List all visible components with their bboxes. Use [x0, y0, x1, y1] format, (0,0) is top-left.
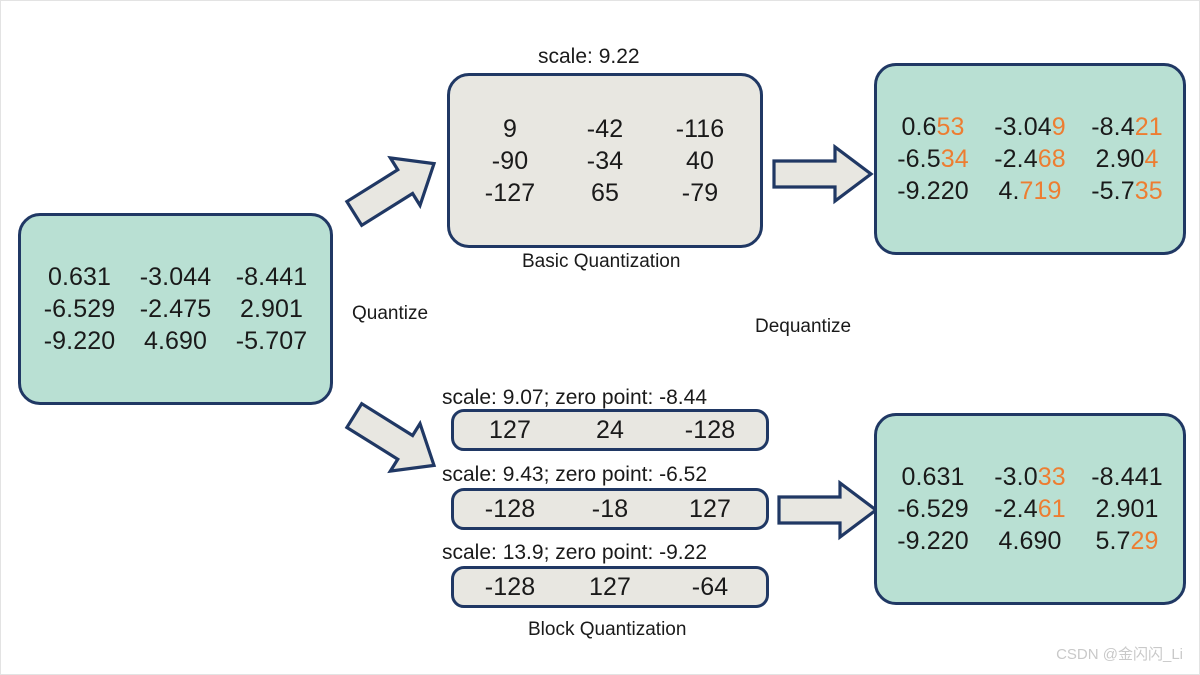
matrix-row: -128 -18 127 — [460, 493, 760, 525]
matrix-cell: -3.044 — [139, 263, 212, 291]
basic-dequantized-matrix-box: 0.653 -3.049 -8.421 -6.534 -2.468 2.904 … — [874, 63, 1186, 255]
matrix-row: 127 24 -128 — [460, 414, 760, 446]
matrix-cell: 40 — [685, 146, 714, 175]
block-row-box-0: 127 24 -128 — [451, 409, 769, 451]
matrix-row: -128 127 -64 — [460, 571, 760, 603]
block-dequantized-matrix-box: 0.631 -3.033 -8.441 -6.529 -2.461 2.901 … — [874, 413, 1186, 605]
matrix-cell: 0.631 — [47, 263, 112, 291]
matrix-cell: -6.529 — [43, 295, 116, 323]
block-quantization-caption: Block Quantization — [528, 619, 687, 640]
matrix-row: -90 -34 40 — [463, 145, 748, 177]
block-row-box-2: -128 127 -64 — [451, 566, 769, 608]
quantize-label: Quantize — [352, 303, 429, 324]
dequantize-arrow-bottom — [776, 479, 880, 541]
matrix-cell: -2.468 — [994, 145, 1066, 173]
matrix-cell: 5.729 — [1095, 527, 1159, 555]
matrix-cell: 2.901 — [1095, 495, 1159, 523]
matrix-row: 0.631 -3.044 -8.441 — [32, 261, 320, 293]
matrix-cell: 127 — [488, 416, 531, 444]
matrix-cell: -2.475 — [139, 295, 212, 323]
matrix-row: -9.220 4.690 -5.707 — [32, 325, 320, 357]
matrix-cell: -127 — [484, 178, 536, 207]
dequantize-arrow-top — [771, 143, 875, 205]
matrix-cell: -9.220 — [897, 177, 969, 205]
matrix-row: -6.529 -2.461 2.901 — [885, 493, 1176, 525]
matrix-cell: 4.690 — [998, 527, 1062, 555]
matrix-cell: 0.653 — [901, 113, 965, 141]
matrix-cell: -42 — [586, 114, 624, 143]
matrix-cell: 0.631 — [901, 463, 965, 491]
quantize-arrow-top — [341, 144, 449, 232]
matrix-cell: -5.707 — [235, 327, 308, 355]
matrix-cell: 9 — [502, 114, 517, 143]
matrix-row: 0.653 -3.049 -8.421 — [885, 111, 1176, 143]
matrix-cell: -8.421 — [1091, 113, 1163, 141]
matrix-row: -6.534 -2.468 2.904 — [885, 143, 1176, 175]
matrix-cell: -2.461 — [994, 495, 1066, 523]
matrix-cell: -64 — [691, 573, 729, 601]
matrix-cell: -9.220 — [43, 327, 116, 355]
matrix-cell: -128 — [484, 573, 536, 601]
matrix-cell: 65 — [590, 178, 619, 207]
matrix-cell: -5.735 — [1091, 177, 1163, 205]
dequantize-label: Dequantize — [755, 316, 852, 337]
matrix-cell: -18 — [591, 495, 629, 523]
matrix-row: -6.529 -2.475 2.901 — [32, 293, 320, 325]
matrix-cell: 127 — [688, 495, 731, 523]
matrix-cell: -6.529 — [897, 495, 969, 523]
csdn-watermark: CSDN @金闪闪_Li — [1056, 646, 1183, 663]
original-matrix-box: 0.631 -3.044 -8.441 -6.529 -2.475 2.901 … — [18, 213, 333, 405]
matrix-cell: 2.901 — [239, 295, 304, 323]
matrix-cell: 4.719 — [998, 177, 1062, 205]
block-header-0: scale: 9.07; zero point: -8.44 — [442, 386, 707, 409]
block-header-2: scale: 13.9; zero point: -9.22 — [442, 541, 707, 564]
basic-scale-label: scale: 9.22 — [538, 45, 640, 68]
matrix-row: 0.631 -3.033 -8.441 — [885, 461, 1176, 493]
matrix-cell: -3.033 — [994, 463, 1066, 491]
matrix-row: -9.220 4.690 5.729 — [885, 525, 1176, 557]
matrix-cell: 2.904 — [1095, 145, 1159, 173]
matrix-cell: 24 — [595, 416, 624, 444]
matrix-cell: -8.441 — [235, 263, 308, 291]
matrix-row: 9 -42 -116 — [463, 113, 748, 145]
matrix-cell: -116 — [675, 114, 725, 143]
matrix-cell: -3.049 — [994, 113, 1066, 141]
matrix-cell: -8.441 — [1091, 463, 1163, 491]
matrix-cell: -79 — [681, 178, 719, 207]
matrix-cell: -34 — [586, 146, 624, 175]
basic-quantization-caption: Basic Quantization — [522, 251, 681, 272]
matrix-row: -127 65 -79 — [463, 177, 748, 209]
matrix-cell: -90 — [491, 146, 529, 175]
matrix-row: -9.220 4.719 -5.735 — [885, 175, 1176, 207]
block-row-box-1: -128 -18 127 — [451, 488, 769, 530]
matrix-cell: -128 — [484, 495, 536, 523]
matrix-cell: -6.534 — [897, 145, 969, 173]
block-header-1: scale: 9.43; zero point: -6.52 — [442, 463, 707, 486]
matrix-cell: 127 — [588, 573, 631, 601]
basic-quantized-matrix-box: 9 -42 -116 -90 -34 40 -127 65 -79 — [447, 73, 763, 248]
matrix-cell: 4.690 — [143, 327, 208, 355]
matrix-cell: -128 — [684, 416, 736, 444]
matrix-cell: -9.220 — [897, 527, 969, 555]
quantize-arrow-bottom — [341, 397, 449, 485]
